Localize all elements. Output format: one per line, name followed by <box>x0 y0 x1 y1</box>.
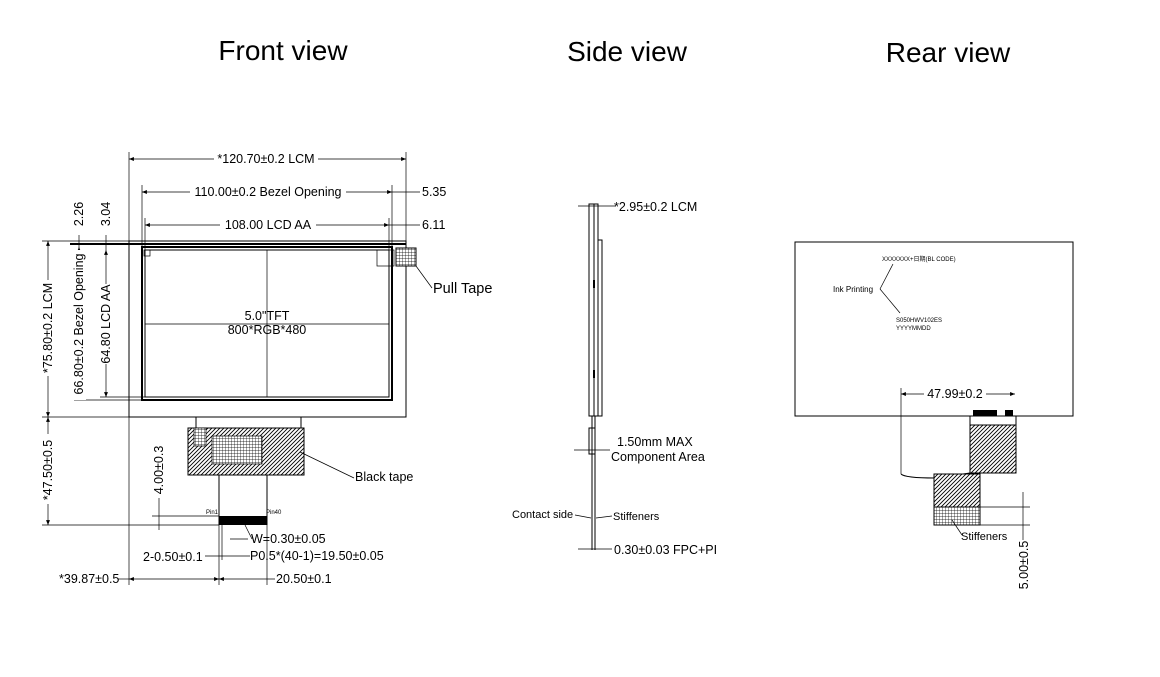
aa-offset: 6.11 <box>422 218 445 232</box>
rear-stiffeners: Stiffeners <box>961 531 1008 543</box>
black-tape-label: Black tape <box>355 470 413 484</box>
side-contact-side: Contact side <box>512 509 573 521</box>
pin40-label: Pin40 <box>266 510 282 516</box>
rear-stiff-dim-text: 5.00±0.5 <box>1017 541 1031 590</box>
lcm-height-bg <box>40 280 56 376</box>
aa-height-bg <box>97 284 113 364</box>
side-view: *2.95±0.2 LCM 1.50mm MAX Component Area … <box>512 200 717 557</box>
fpc-width: 20.50±0.1 <box>276 572 332 586</box>
rear-fpc-tail <box>933 473 981 508</box>
connector-block <box>193 427 207 447</box>
rear-lcm-outline <box>794 241 1074 417</box>
rear-part-number: S050HWV102ES <box>896 318 942 324</box>
top-offset-1: 2.26 <box>72 202 86 226</box>
corner-mark <box>143 249 151 257</box>
bezel-width: 110.00±0.2 Bezel Opening <box>194 185 341 199</box>
bezel-offset: 5.35 <box>422 185 446 199</box>
bezel-width-bg <box>190 184 346 199</box>
rear-view: XXXXXXX+日期(BL CODE) Ink Printing S050HWV… <box>794 241 1074 590</box>
rear-connector-1 <box>973 410 997 416</box>
aa-width-bg <box>220 217 316 232</box>
pitch: P0.5*(40-1)=19.50±0.05 <box>250 549 384 563</box>
lcm-outline <box>128 240 407 418</box>
pull-tape-leader <box>415 265 433 289</box>
aa-height: 64.80 LCD AA <box>99 284 113 364</box>
front-view: Pull Tape 5.0"TFT 800*RGB*480 Black tape… <box>40 151 492 586</box>
bezel-height-bg <box>70 250 86 400</box>
front-view-title: Front view <box>218 35 348 66</box>
rear-ink-leader-1 <box>879 263 894 290</box>
lcm-width: *120.70±0.2 LCM <box>217 152 314 166</box>
rear-ink-leader-2 <box>879 288 901 314</box>
pull-tape <box>395 247 417 267</box>
top-offset-2: 3.04 <box>99 202 113 226</box>
pin-width: W=0.30±0.05 <box>251 532 326 546</box>
rear-stiffener <box>933 506 981 526</box>
side-stiffeners: Stiffeners <box>613 511 660 523</box>
fpc-contact-pads <box>219 516 267 525</box>
side-view-title: Side view <box>567 36 688 67</box>
display-resolution: 800*RGB*480 <box>228 323 307 337</box>
pitch-offset: 2-0.50±0.1 <box>143 550 203 564</box>
pin-width-leader <box>244 524 253 540</box>
side-component-1: 1.50mm MAX <box>617 435 693 449</box>
aa-corner-box <box>376 249 395 267</box>
rear-fpc-dim-bg <box>924 386 986 401</box>
rear-fpc-dim-text: 47.99±0.2 <box>927 387 983 401</box>
stiff-length: 4.00±0.3 <box>152 446 166 495</box>
fpc-offset: *39.87±0.5 <box>59 572 119 586</box>
rear-connector-2 <box>1005 410 1013 416</box>
side-contact-leader <box>574 514 592 519</box>
rear-ink-printing: Ink Printing <box>833 285 873 294</box>
lcm-height: *75.80±0.2 LCM <box>41 283 55 373</box>
bezel-opening <box>141 246 393 401</box>
side-component-2: Component Area <box>611 450 705 464</box>
aa-width: 108.00 LCD AA <box>225 218 312 232</box>
black-tape-leader <box>299 451 355 479</box>
rear-fpc-component <box>969 424 1017 474</box>
side-bl-step <box>597 239 603 417</box>
rear-stiffener-leader <box>951 519 963 536</box>
bezel-height: 66.80±0.2 Bezel Opening <box>72 253 86 394</box>
side-stiffener-leader <box>595 515 613 519</box>
side-component-area <box>588 427 596 455</box>
side-fpc-thickness: 0.30±0.03 FPC+PI <box>614 543 717 557</box>
pull-tape-label: Pull Tape <box>433 281 492 297</box>
pin1-label: Pin1 <box>206 510 219 516</box>
rear-view-title: Rear view <box>886 37 1011 68</box>
side-lcm-thickness: *2.95±0.2 LCM <box>614 200 697 214</box>
fpc-length-bg <box>40 434 56 504</box>
display-type: 5.0"TFT <box>245 309 290 323</box>
fpc-length: *47.50±0.5 <box>41 440 55 500</box>
lcm-width-bg <box>214 151 318 166</box>
rear-date-code: YYYYMMDD <box>896 326 931 332</box>
rear-bl-code: XXXXXXX+日期(BL CODE) <box>882 255 956 263</box>
black-tape-inner <box>211 435 263 465</box>
